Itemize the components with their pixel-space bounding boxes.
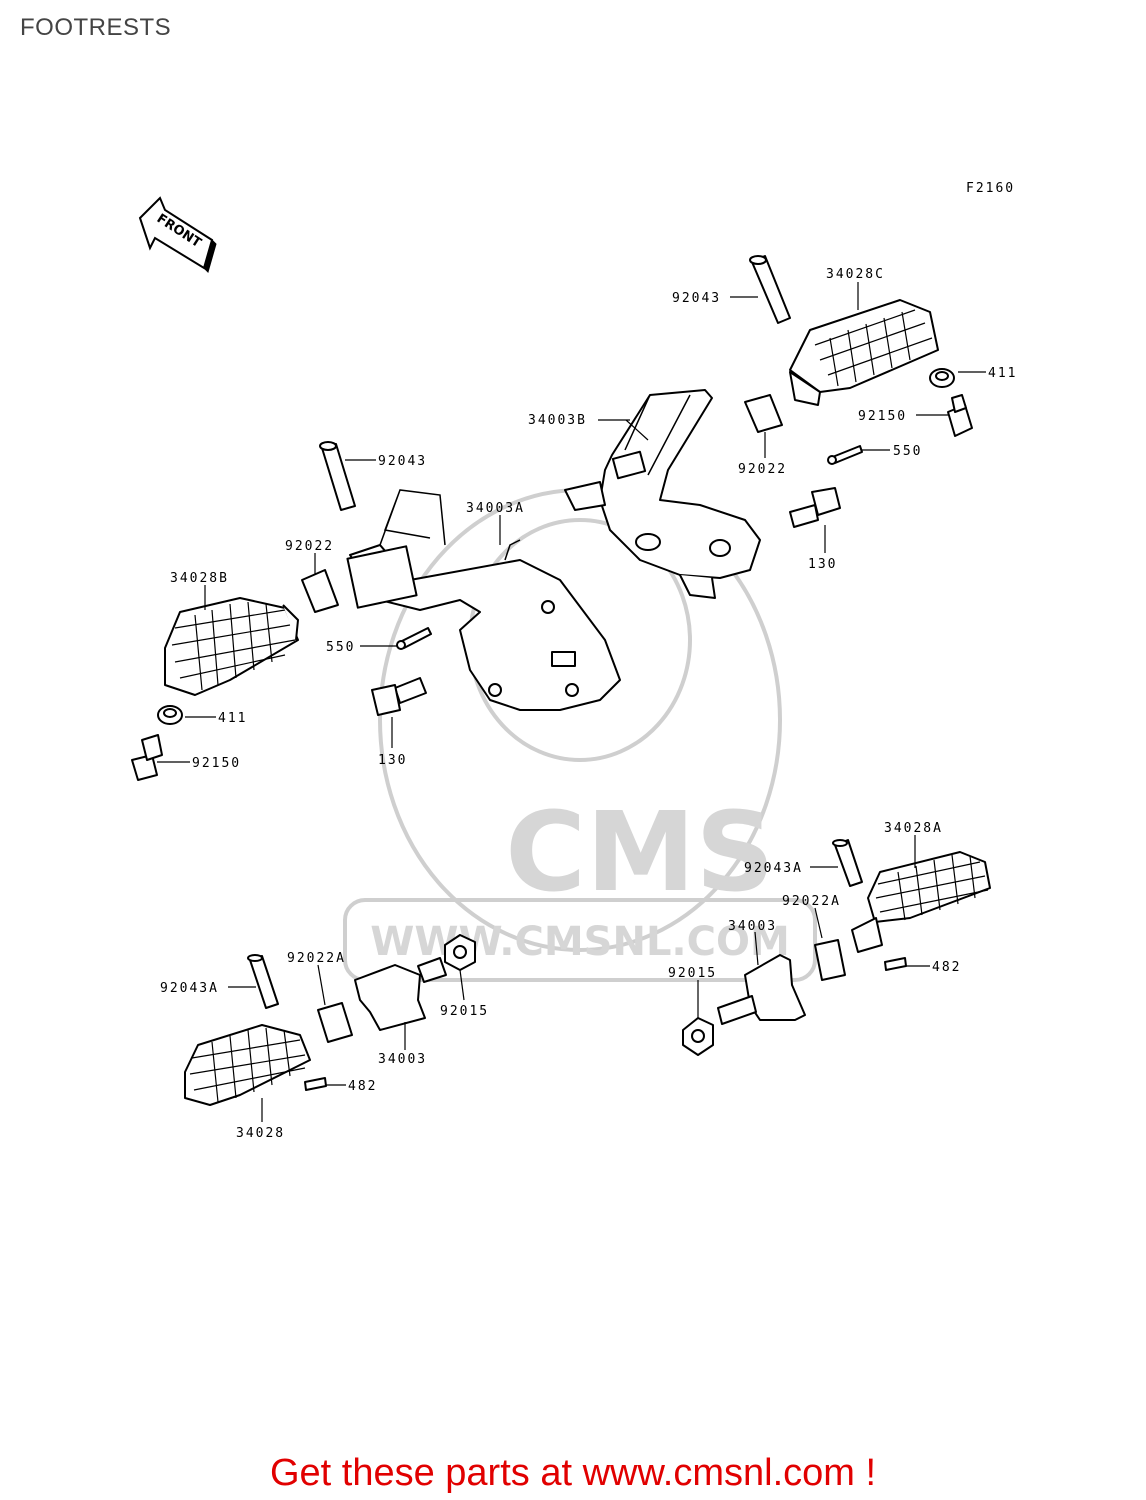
washer-411-upper-right bbox=[929, 368, 955, 388]
pin-92043a-lower-right bbox=[832, 839, 863, 887]
callout-34003b: 34003B bbox=[528, 413, 587, 428]
bolt-130-upper-right bbox=[789, 487, 841, 528]
callout-92022a: 92022A bbox=[782, 894, 841, 909]
page-title: FOOTRESTS bbox=[20, 14, 172, 41]
bolt-92150-middle bbox=[131, 734, 163, 781]
callout-550-middle: 550 bbox=[326, 640, 355, 655]
callout-34028b: 34028B bbox=[170, 571, 229, 586]
footrest-rubber-34028b bbox=[164, 597, 299, 696]
bolt-130-middle bbox=[371, 677, 427, 716]
callout-92043-middle: 92043 bbox=[378, 454, 427, 469]
parts-diagram: CMS WWW.CMSNL.COM FRONT F2160 bbox=[131, 181, 1017, 1141]
callout-92150-middle: 92150 bbox=[192, 756, 241, 771]
callout-92043a: 92043A bbox=[744, 861, 803, 876]
cms-watermark: CMS WWW.CMSNL.COM bbox=[343, 488, 817, 982]
callout-550: 550 bbox=[893, 444, 922, 459]
collar-92022-middle bbox=[301, 569, 339, 613]
callout-482: 482 bbox=[932, 960, 961, 975]
footrest-rubber-34028 bbox=[184, 1024, 311, 1106]
grub-screw-482-lower-left bbox=[304, 1077, 327, 1091]
front-arrow-icon: FRONT bbox=[138, 196, 217, 273]
callout-92015-lower-left: 92015 bbox=[440, 1004, 489, 1019]
callout-34003-lower-left: 34003 bbox=[378, 1052, 427, 1067]
nut-92015-lower-right bbox=[682, 1017, 714, 1056]
cotter-pin-550-upper-right bbox=[827, 445, 863, 465]
bracket-34003a bbox=[346, 489, 621, 711]
footrest-rubber-34028c bbox=[789, 299, 939, 406]
callout-92015: 92015 bbox=[668, 966, 717, 981]
callout-labels: 92043 34028C 411 34003B 92150 92022 550 … bbox=[160, 267, 1017, 1141]
collar-92022a-lower-right bbox=[814, 939, 846, 981]
callout-482-lower-left: 482 bbox=[348, 1079, 377, 1094]
callout-130-middle: 130 bbox=[378, 753, 407, 768]
holder-34003-lower-left bbox=[354, 957, 447, 1031]
callout-411-middle: 411 bbox=[218, 711, 247, 726]
figure-code: F2160 bbox=[966, 181, 1015, 196]
callout-411: 411 bbox=[988, 366, 1017, 381]
washer-411-middle bbox=[157, 705, 183, 725]
callout-92022: 92022 bbox=[738, 462, 787, 477]
bracket-34003b bbox=[564, 389, 761, 599]
callout-130: 130 bbox=[808, 557, 837, 572]
callout-92043a-lower-left: 92043A bbox=[160, 981, 219, 996]
callout-34028a: 34028A bbox=[884, 821, 943, 836]
callout-92022-middle: 92022 bbox=[285, 539, 334, 554]
watermark-url: WWW.CMSNL.COM bbox=[370, 919, 790, 965]
promo-link[interactable]: Get these parts at www.cmsnl.com ! bbox=[269, 1452, 877, 1494]
holder-34003-lower-right bbox=[717, 954, 806, 1025]
pin-92043-middle bbox=[319, 441, 356, 511]
grub-screw-482-lower-right bbox=[884, 957, 907, 971]
leader-lines bbox=[157, 282, 986, 1122]
collar-92022a-lower-left bbox=[317, 1002, 353, 1043]
footrest-rubber-34028a bbox=[851, 851, 991, 953]
bolt-92150-upper-right bbox=[947, 394, 973, 437]
pin-92043a-lower-left bbox=[247, 954, 279, 1009]
callout-92150: 92150 bbox=[858, 409, 907, 424]
callout-92043: 92043 bbox=[672, 291, 721, 306]
callout-34003: 34003 bbox=[728, 919, 777, 934]
callout-34003a: 34003A bbox=[466, 501, 525, 516]
cotter-pin-550-middle bbox=[396, 627, 432, 650]
nut-92015-lower-left bbox=[444, 934, 476, 971]
pin-92043-upper-right bbox=[749, 255, 791, 324]
callout-34028c: 34028C bbox=[826, 267, 885, 282]
callout-34028: 34028 bbox=[236, 1126, 285, 1141]
watermark-brand: CMS bbox=[505, 788, 774, 916]
callout-92022a-lower-left: 92022A bbox=[287, 951, 346, 966]
collar-92022-upper-right bbox=[744, 394, 783, 433]
